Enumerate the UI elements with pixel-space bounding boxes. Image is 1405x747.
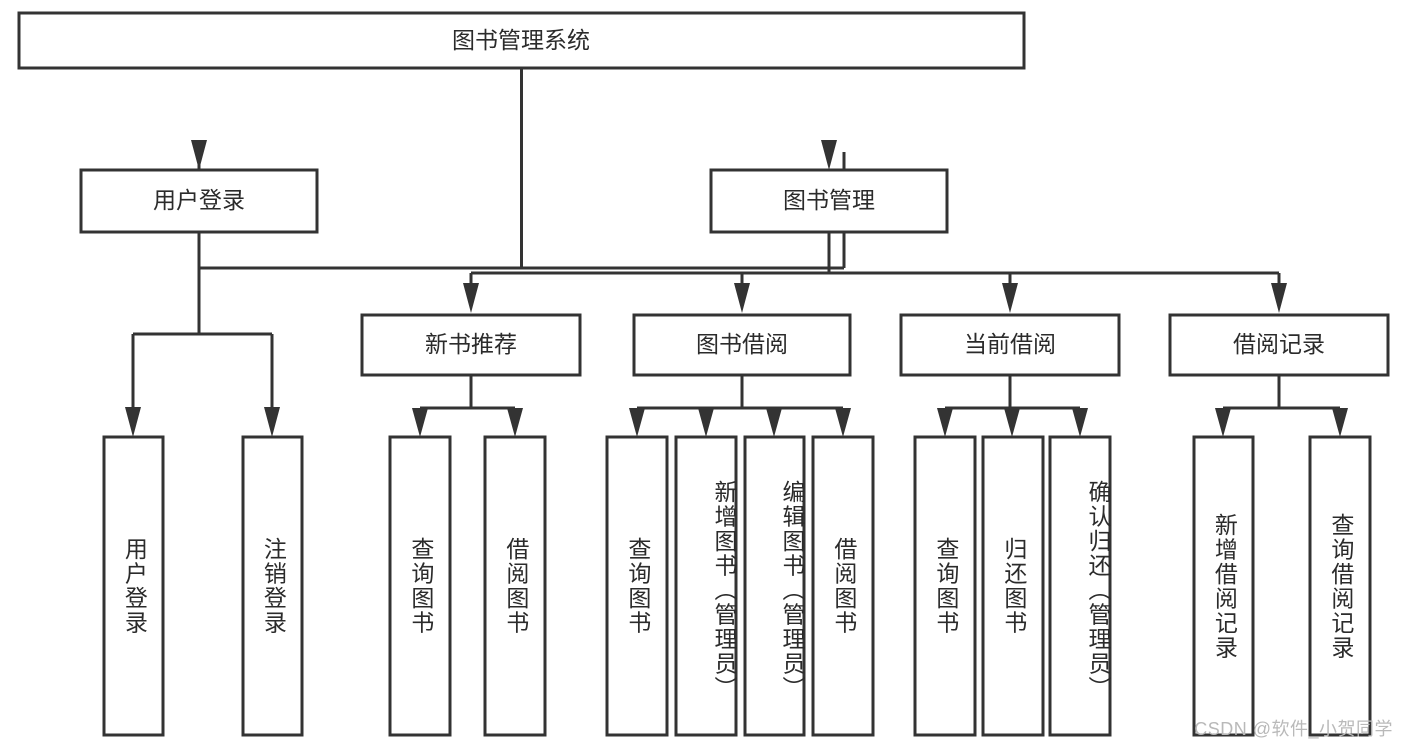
node-leaf-add-record-box[interactable]	[1192, 435, 1255, 737]
node-borrow-record[interactable]: 借阅记录	[1168, 313, 1390, 377]
arrow-to-new-book-recommend-icon	[463, 283, 479, 313]
node-root[interactable]: 图书管理系统	[17, 11, 1026, 70]
connector-group-user-login	[125, 232, 280, 437]
connector-group-borrow-record	[1215, 375, 1348, 437]
arrow-to-leaf-borrow-book-2-icon	[835, 408, 851, 437]
node-leaf-add-book-box[interactable]	[674, 435, 738, 737]
arrow-to-current-borrow-icon	[1002, 283, 1018, 313]
node-borrow-record-box[interactable]	[1168, 313, 1390, 377]
node-book-management[interactable]: 图书管理	[709, 168, 949, 234]
node-leaf-query-book-1-box[interactable]	[388, 435, 452, 737]
arrow-to-leaf-user-login-icon	[125, 407, 141, 437]
node-current-borrow-box[interactable]	[899, 313, 1121, 377]
node-root-label: 图书管理系统	[452, 27, 590, 53]
node-leaf-return-book-box[interactable]	[981, 435, 1045, 737]
connector-group-book-borrow	[629, 375, 851, 437]
node-leaf-query-record-box[interactable]	[1308, 435, 1372, 737]
node-book-borrow-box[interactable]	[632, 313, 852, 377]
node-leaf-logout-login-box[interactable]	[241, 435, 304, 737]
node-user-login[interactable]: 用户登录	[79, 168, 319, 234]
node-leaf-user-login-box[interactable]	[102, 435, 165, 737]
arrow-to-leaf-query-record-icon	[1332, 408, 1348, 437]
arrow-to-borrow-record-icon	[1271, 283, 1287, 313]
node-leaf-borrow-book-1-box[interactable]	[483, 435, 547, 737]
arrow-to-leaf-edit-book-icon	[766, 408, 782, 437]
connector-group-new-book-recommend	[412, 375, 523, 437]
arrow-to-leaf-query-book-3-icon	[937, 408, 953, 437]
arrow-to-book-management-icon	[821, 140, 837, 170]
arrow-to-user-login-icon	[191, 140, 207, 170]
node-leaf-query-book-2-box[interactable]	[605, 435, 669, 737]
node-user-login-label: 用户登录	[153, 187, 245, 213]
csdn-watermark: CSDN @软件_小贺同学	[1194, 719, 1393, 739]
arrow-to-leaf-confirm-return-icon	[1072, 408, 1088, 437]
node-leaf-confirm-return-box[interactable]	[1048, 435, 1112, 737]
arrow-to-leaf-return-book-icon	[1004, 408, 1020, 437]
node-borrow-record-label: 借阅记录	[1233, 331, 1325, 357]
arrow-to-leaf-logout-login-icon	[264, 407, 280, 437]
node-current-borrow[interactable]: 当前借阅	[899, 313, 1121, 377]
node-new-book-recommend-label: 新书推荐	[425, 331, 517, 357]
connector-group-root	[191, 68, 846, 270]
node-leaf-edit-book-box[interactable]	[743, 435, 806, 737]
node-book-borrow[interactable]: 图书借阅	[632, 313, 852, 377]
node-new-book-recommend-box[interactable]	[360, 313, 582, 377]
node-leaf-query-book-3-box[interactable]	[913, 435, 977, 737]
node-new-book-recommend[interactable]: 新书推荐	[360, 313, 582, 377]
node-leaf-borrow-book-2-box[interactable]	[811, 435, 875, 737]
arrow-to-leaf-add-record-icon	[1215, 408, 1231, 437]
arrow-to-leaf-query-book-1-icon	[412, 408, 428, 437]
arrow-to-leaf-borrow-book-1-icon	[507, 408, 523, 437]
connector-group-book-management	[463, 232, 1287, 313]
arrow-to-leaf-add-book-icon	[698, 408, 714, 437]
node-current-borrow-label: 当前借阅	[964, 331, 1056, 357]
arrow-to-book-borrow-icon	[734, 283, 750, 313]
arrow-to-leaf-query-book-2-icon	[629, 408, 645, 437]
node-book-management-box[interactable]	[709, 168, 949, 234]
node-book-management-label: 图书管理	[783, 187, 875, 213]
node-user-login-box[interactable]	[79, 168, 319, 234]
connector-group-current-borrow	[937, 375, 1088, 437]
leaf-boxes-group	[102, 435, 1372, 737]
node-book-borrow-label: 图书借阅	[696, 331, 788, 357]
node-root-box[interactable]	[17, 11, 1026, 70]
